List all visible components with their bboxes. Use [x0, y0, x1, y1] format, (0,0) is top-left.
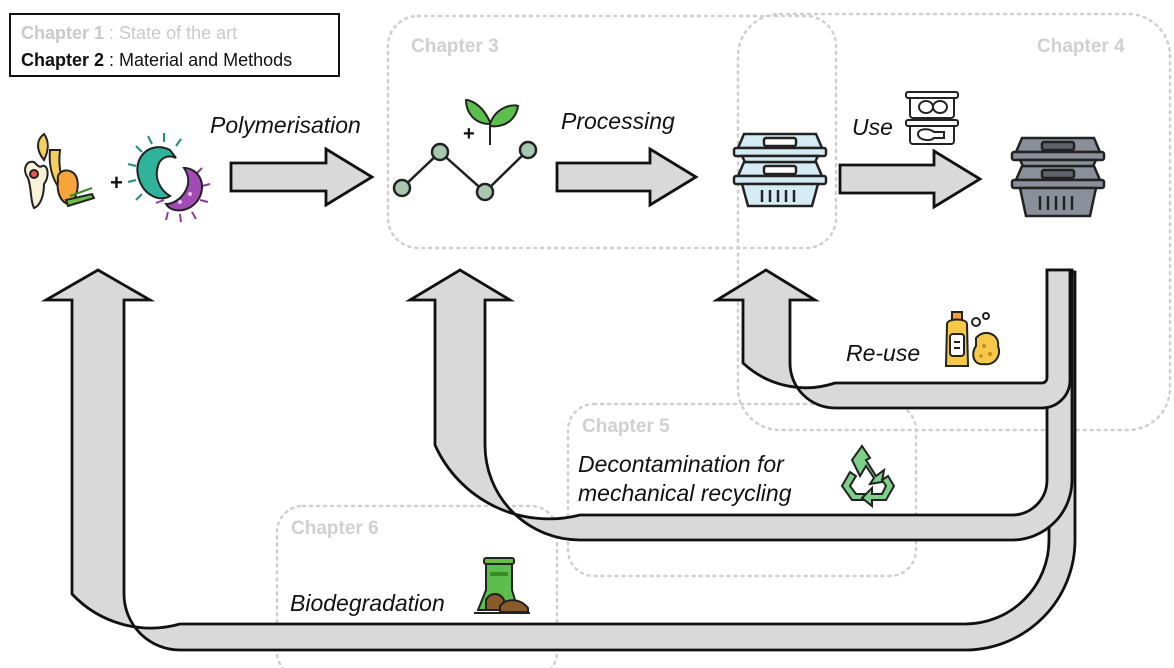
processing-label: Processing	[561, 108, 675, 134]
legend-chapter-2-title: Material and Methods	[119, 50, 293, 70]
recycle-icon	[840, 444, 896, 509]
composter-icon	[474, 557, 530, 614]
recycling-return-arrow	[404, 268, 1074, 542]
legend-chapter-1-separator: :	[104, 23, 120, 43]
transparent-containers-icon	[732, 132, 828, 208]
biodegradation-return-arrow	[40, 268, 1077, 652]
polymer-chain-icon	[392, 140, 538, 202]
chapter-5-region	[566, 402, 918, 578]
decontamination-label-line-1: Decontamination for	[578, 451, 784, 477]
detergent-sponge-icon	[944, 311, 1000, 367]
chapter-3-region	[386, 14, 838, 250]
decontamination-label: Decontamination for mechanical recycling	[578, 450, 791, 508]
grey-containers-icon	[1010, 136, 1106, 218]
chapter-legend: Chapter 1 : State of the art Chapter 2 :…	[9, 13, 340, 77]
plant-icon	[464, 98, 520, 145]
chapter-5-label: Chapter 5	[582, 416, 670, 437]
legend-chapter-1-number: Chapter 1	[21, 23, 105, 43]
legend-chapter-2: Chapter 2 : Material and Methods	[21, 50, 292, 71]
legend-chapter-2-number: Chapter 2	[21, 50, 105, 70]
polymerisation-label: Polymerisation	[210, 112, 361, 138]
polymerisation-arrow	[229, 146, 375, 208]
biodegradation-label: Biodegradation	[290, 590, 445, 616]
legend-chapter-1: Chapter 1 : State of the art	[21, 23, 237, 44]
plus-sign-raw: +	[110, 170, 123, 195]
chapter-6-region	[275, 504, 559, 668]
food-cans-icon	[905, 91, 959, 145]
chapter-4-region	[736, 12, 1172, 432]
chapter-6-label: Chapter 6	[291, 518, 379, 539]
reuse-return-arrow	[712, 268, 1072, 410]
reuse-label: Re-use	[846, 340, 921, 366]
plus-sign-polymer: +	[463, 123, 475, 145]
bacteria-icon	[127, 133, 211, 223]
chapter-4-label: Chapter 4	[1037, 36, 1125, 57]
legend-chapter-2-separator: :	[104, 50, 120, 70]
decontamination-label-line-2: mechanical recycling	[578, 480, 792, 506]
use-label: Use	[852, 114, 893, 140]
processing-arrow	[555, 146, 699, 208]
use-arrow	[838, 148, 983, 210]
food-waste-icon	[24, 132, 96, 210]
legend-chapter-1-title: State of the art	[119, 23, 238, 43]
chapter-3-label: Chapter 3	[411, 36, 499, 57]
